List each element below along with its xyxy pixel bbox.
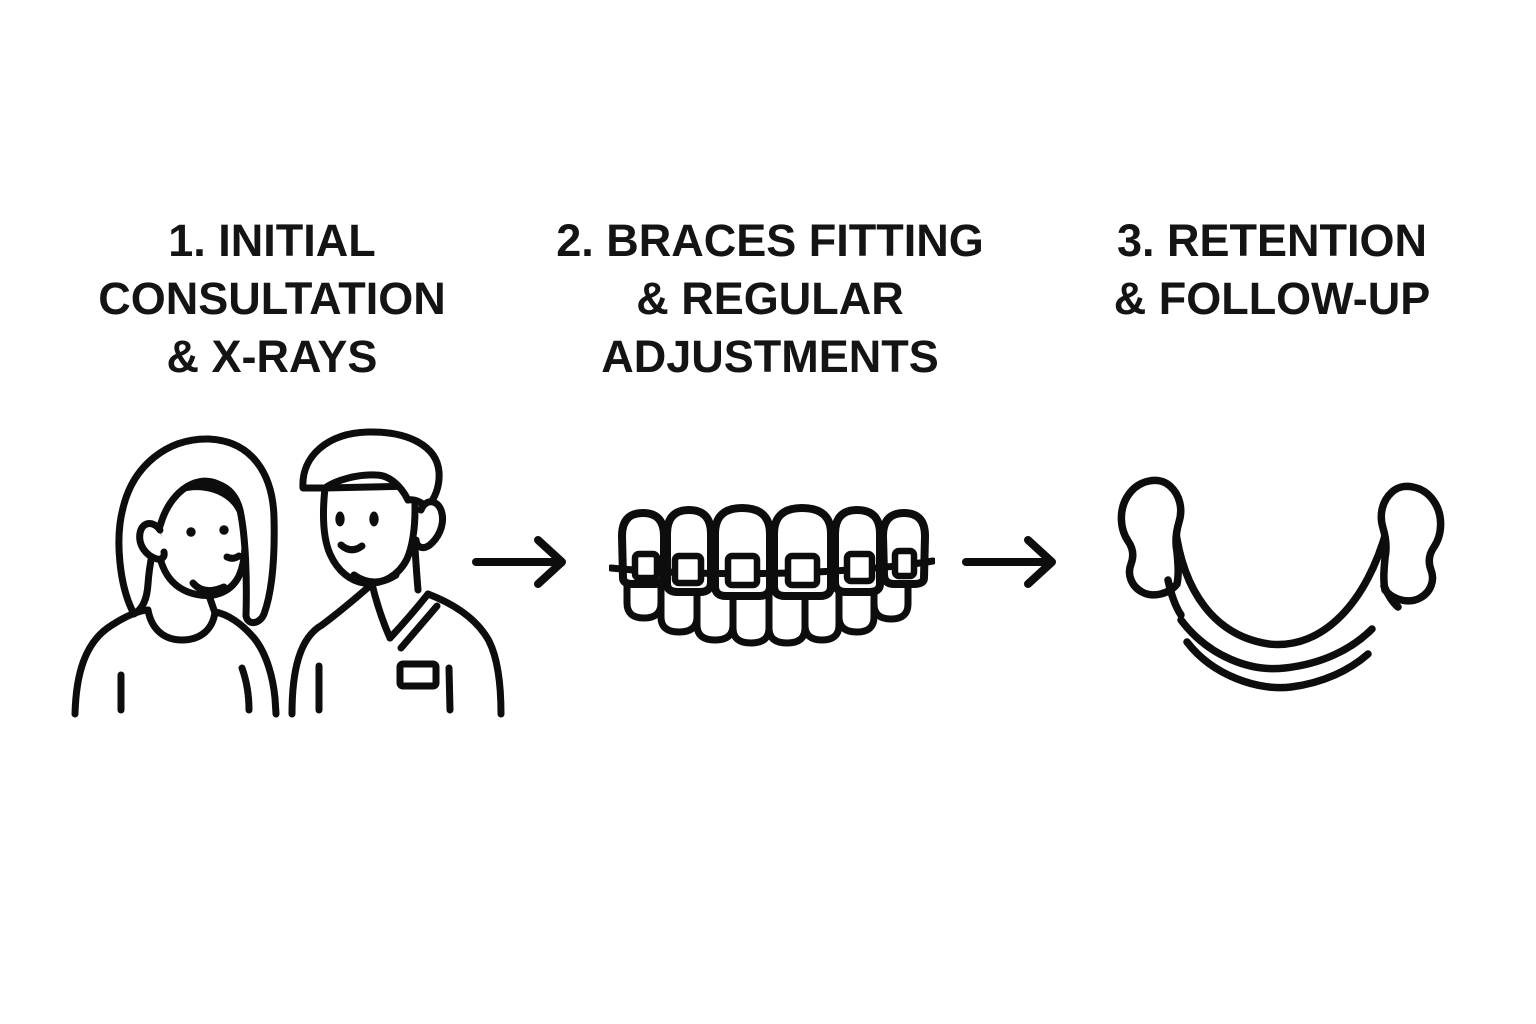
arrow-right-icon	[472, 536, 566, 588]
title-line: & REGULAR	[636, 273, 904, 324]
title-line: 1. INITIAL	[168, 215, 376, 266]
step-3-title: 3. RETENTION & FOLLOW-UP	[1040, 212, 1504, 328]
patient-and-orthodontist-icon	[71, 428, 505, 718]
title-line: ADJUSTMENTS	[601, 331, 939, 382]
step-1-title: 1. INITIAL CONSULTATION & X-RAYS	[40, 212, 504, 386]
step-2-title: 2. BRACES FITTING & REGULAR ADJUSTMENTS	[538, 212, 1002, 386]
title-line: & FOLLOW-UP	[1113, 273, 1431, 324]
teeth-with-braces-icon	[609, 504, 935, 647]
arrow-right-icon	[962, 536, 1056, 588]
title-line: 3. RETENTION	[1116, 215, 1428, 266]
title-line: CONSULTATION	[98, 273, 446, 324]
retainer-icon	[1117, 476, 1445, 692]
title-line: 2. BRACES FITTING	[556, 215, 984, 266]
title-line: & X-RAYS	[166, 331, 378, 382]
